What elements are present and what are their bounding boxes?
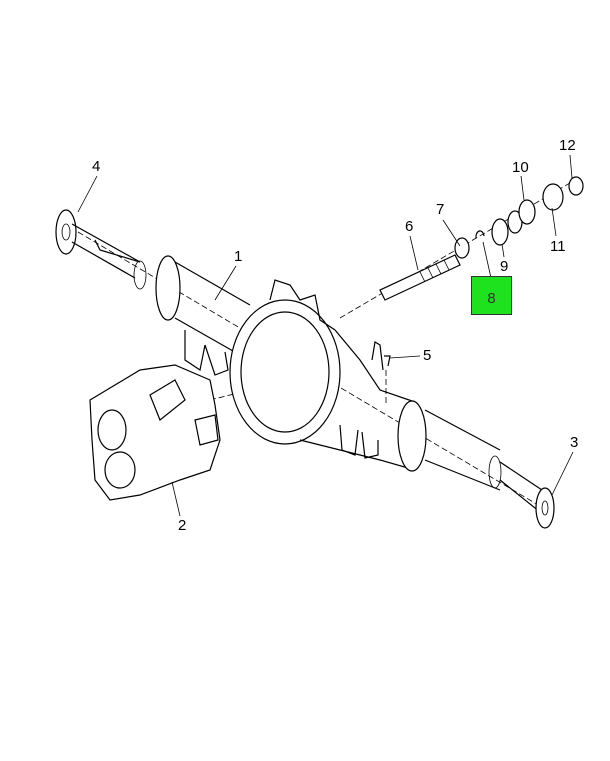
part-8-ring <box>475 230 485 239</box>
callout-2[interactable]: 2 <box>178 517 187 534</box>
callout-12[interactable]: 12 <box>559 137 576 154</box>
axle-housing <box>155 255 555 529</box>
part-11-cup <box>542 183 564 211</box>
callout-6[interactable]: 6 <box>405 218 414 235</box>
callout-8: 8 <box>487 290 496 307</box>
part-12-nut <box>568 176 584 196</box>
carrier-centerline <box>209 389 251 401</box>
part-5-breather <box>371 341 391 371</box>
callout-8-highlight[interactable]: 8 <box>471 276 512 315</box>
callout-4[interactable]: 4 <box>92 158 101 175</box>
part-9-bearing <box>491 218 509 246</box>
leader-lines <box>77 154 574 517</box>
callout-3[interactable]: 3 <box>570 434 579 451</box>
axle-shaft-left <box>55 209 147 290</box>
pinion-shaft <box>379 254 461 301</box>
callout-1[interactable]: 1 <box>234 248 243 265</box>
callout-5[interactable]: 5 <box>423 347 432 364</box>
differential-carrier <box>89 364 221 501</box>
part-10-cup <box>518 199 536 225</box>
callout-9[interactable]: 9 <box>500 258 509 275</box>
callout-10[interactable]: 10 <box>512 159 529 176</box>
callout-7[interactable]: 7 <box>436 201 445 218</box>
callout-11[interactable]: 11 <box>550 238 566 255</box>
